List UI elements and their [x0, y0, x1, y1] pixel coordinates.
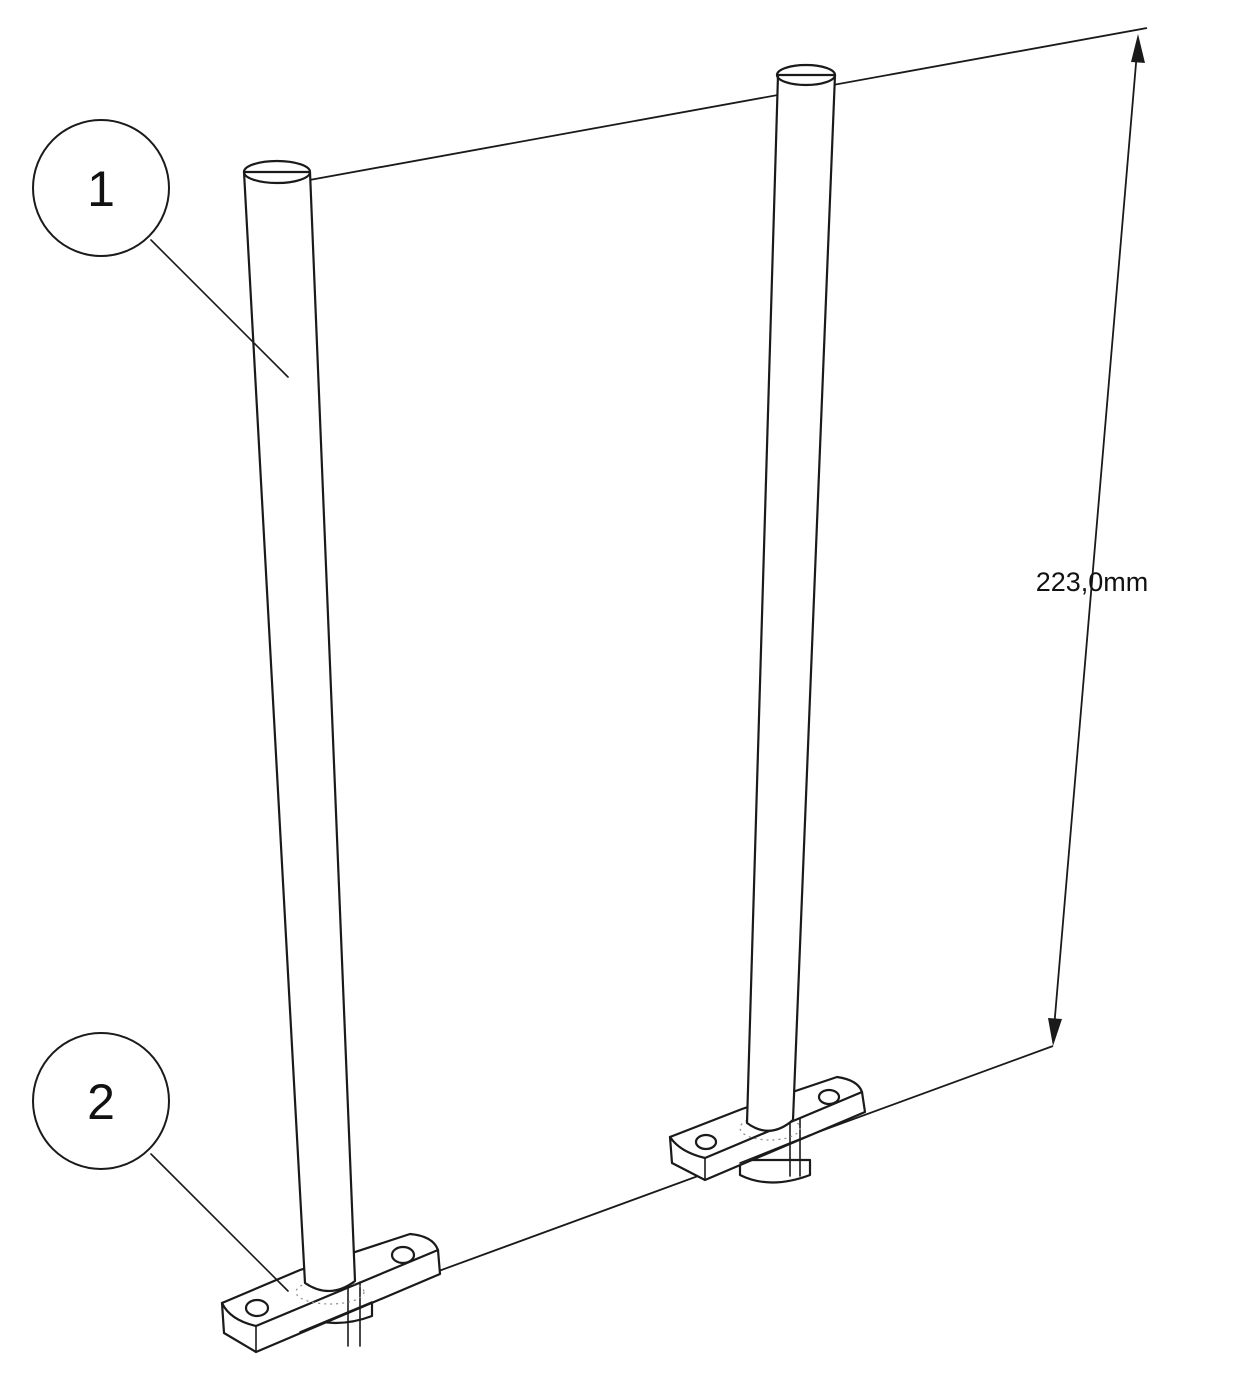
- dimension-arrow-top: [1131, 34, 1145, 63]
- right-rod-top: [775, 63, 837, 87]
- left-support: [220, 159, 442, 1354]
- callout-circle-1: [32, 119, 170, 257]
- leader-line-2: [150, 1153, 289, 1292]
- right-base-hole-right: [817, 1088, 841, 1106]
- callout-2: 2: [32, 1032, 170, 1170]
- leader-lines: [150, 239, 289, 1292]
- callout-label-2: 2: [87, 1074, 115, 1130]
- right-base-hub: [738, 1158, 812, 1184]
- dimension-label: 223,0mm: [1036, 567, 1149, 597]
- callout-circle-2: [32, 1032, 170, 1170]
- dimension-line: [1052, 39, 1139, 1041]
- left-rod-top: [242, 159, 312, 185]
- callout-label-1: 1: [87, 161, 115, 217]
- leader-line-1: [150, 239, 289, 378]
- extension-line-top: [292, 27, 1148, 184]
- callout-1: 1: [32, 119, 170, 257]
- left-rod: [242, 170, 357, 1293]
- right-support: [668, 63, 867, 1184]
- dimension-lines: [292, 27, 1148, 1299]
- right-base-hole-left: [694, 1133, 718, 1151]
- right-rod: [745, 73, 837, 1132]
- dimension-arrow-bottom: [1048, 1018, 1062, 1046]
- left-base-hole-right: [390, 1245, 416, 1265]
- left-base-hole-left: [244, 1298, 270, 1318]
